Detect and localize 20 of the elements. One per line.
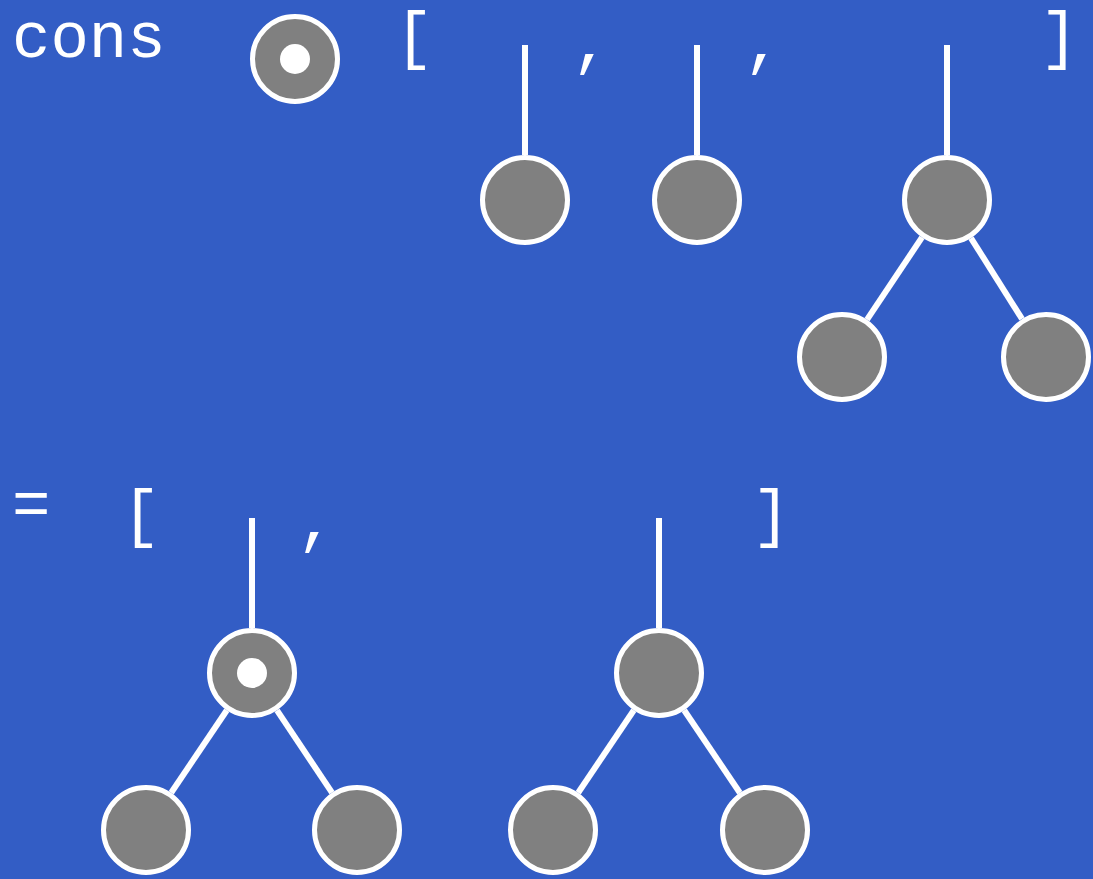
function-name: cons	[12, 8, 166, 72]
comma: ,	[744, 14, 783, 78]
branch-line	[864, 235, 925, 322]
stem-line	[249, 518, 255, 628]
branch-line	[168, 708, 230, 795]
bracket: ]	[1040, 8, 1079, 72]
comma: ,	[572, 14, 611, 78]
bracket: [	[122, 486, 161, 550]
stem-line	[522, 45, 528, 155]
branch-line	[274, 708, 335, 795]
equals-sign: =	[12, 476, 51, 540]
comma: ,	[297, 492, 336, 556]
branch-line	[575, 708, 637, 795]
stem-line	[656, 518, 662, 628]
bracket: [	[395, 8, 434, 72]
stem-line	[944, 45, 950, 155]
stem-line	[694, 45, 700, 155]
branch-line	[681, 708, 743, 795]
bracket: ]	[752, 486, 791, 550]
branch-line	[968, 236, 1025, 321]
